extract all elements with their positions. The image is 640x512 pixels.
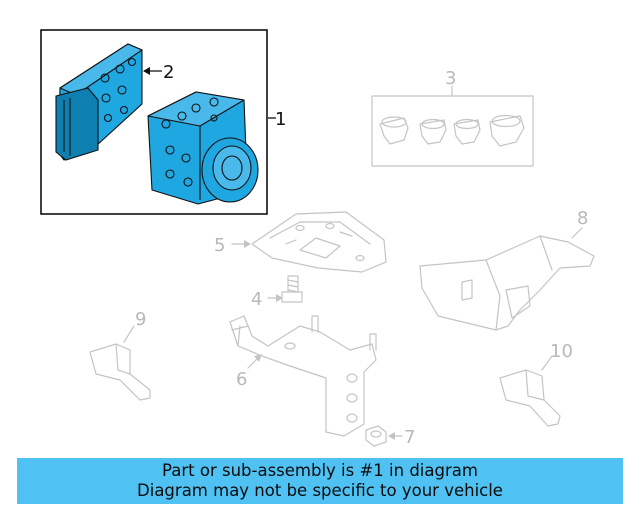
cover-part-8[interactable] xyxy=(419,235,595,331)
grommet-set-part-3[interactable] xyxy=(371,85,534,167)
grommet xyxy=(419,118,447,145)
control-module-part-2[interactable] xyxy=(55,43,143,161)
callout-5[interactable]: 5 xyxy=(214,235,225,256)
bolt-part-4[interactable] xyxy=(281,275,303,303)
callout-2[interactable]: 2 xyxy=(163,62,174,83)
callout-7[interactable]: 7 xyxy=(404,427,415,448)
callout-3[interactable]: 3 xyxy=(445,68,456,89)
grommet xyxy=(453,118,481,145)
grommet xyxy=(379,116,409,145)
callout-4[interactable]: 4 xyxy=(251,289,262,310)
callout-1[interactable]: 1 xyxy=(275,109,286,130)
highlight-box xyxy=(40,29,268,215)
grommet xyxy=(489,114,525,147)
callout-8[interactable]: 8 xyxy=(577,208,588,229)
info-banner: Part or sub-assembly is #1 in diagram Di… xyxy=(17,458,623,504)
callout-6[interactable]: 6 xyxy=(236,369,247,390)
callout-9[interactable]: 9 xyxy=(135,309,146,330)
mounting-bracket-part-5[interactable] xyxy=(251,211,387,273)
lower-bracket-part-6[interactable] xyxy=(229,315,377,437)
arrowhead-2 xyxy=(143,67,150,75)
callout-10[interactable]: 10 xyxy=(550,341,573,362)
sensor-part-10[interactable] xyxy=(499,369,561,427)
nut-part-7[interactable] xyxy=(365,425,387,447)
banner-line-2: Diagram may not be specific to your vehi… xyxy=(137,481,503,500)
abs-hydraulic-unit-part-1[interactable] xyxy=(147,91,259,205)
sensor-part-9[interactable] xyxy=(89,343,151,401)
banner-line-1: Part or sub-assembly is #1 in diagram xyxy=(162,461,478,480)
